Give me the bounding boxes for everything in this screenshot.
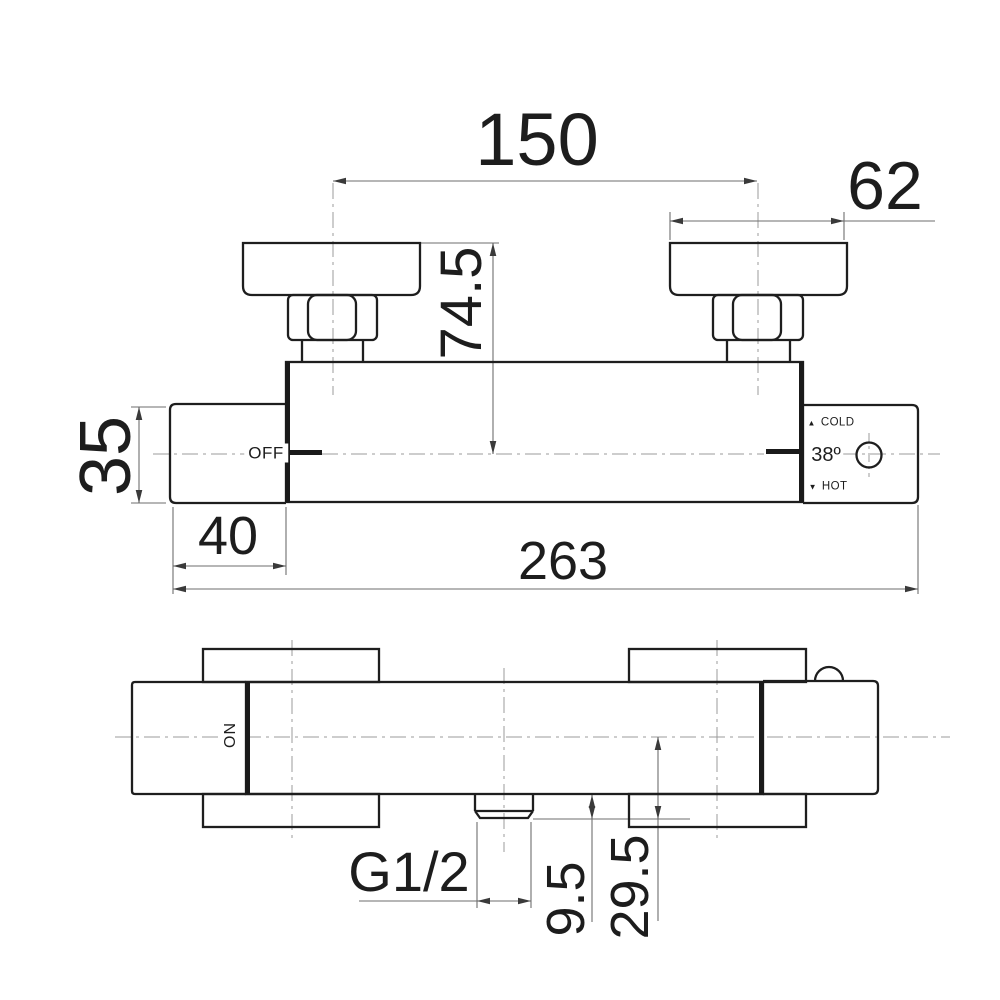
arrow-40-left <box>173 562 186 570</box>
arrowheads <box>135 177 918 905</box>
plan-right-end-cap <box>763 679 880 796</box>
arrow-9-5-bottom <box>588 806 596 819</box>
plan-view-linework <box>130 647 880 829</box>
arrow-29-5-top <box>654 737 662 750</box>
front-left-stem <box>300 340 365 362</box>
front-right-hex-facet <box>731 293 783 342</box>
arrow-62-right <box>831 217 844 225</box>
arrow-263-left <box>173 585 186 593</box>
ext-lines-62 <box>669 212 845 240</box>
on-label: ON <box>222 722 239 748</box>
dim-g12-label: G1/2 <box>348 840 470 903</box>
plan-outlet-thread-end <box>474 810 534 820</box>
front-right-stem <box>725 340 792 362</box>
hot-label: HOT <box>821 480 848 493</box>
plan-left-handle-top <box>201 647 381 684</box>
plan-left-handle-bottom <box>201 792 381 829</box>
arrow-263-right <box>905 585 918 593</box>
plan-left-end-cap <box>130 680 246 796</box>
arrow-9-5-top <box>588 795 596 808</box>
dim-35-label: 35 <box>66 415 146 497</box>
front-view-linework <box>168 241 920 505</box>
front-left-handle-cap <box>241 241 422 297</box>
arrow-150-right <box>744 177 757 185</box>
cold-label: COLD <box>820 416 855 429</box>
temp-override-button <box>855 441 883 469</box>
plan-temp-button-bump <box>813 665 845 682</box>
dim-40-label: 40 <box>197 506 259 566</box>
dim-29-5-label: 29.5 <box>600 834 660 940</box>
ext-lines-40-263 <box>172 507 287 594</box>
dim-62-label: 62 <box>847 148 923 224</box>
off-label: OFF <box>244 443 288 463</box>
arrow-35-bottom <box>135 490 143 503</box>
arrow-40-right <box>273 562 286 570</box>
dim-263-label: 263 <box>517 531 609 591</box>
front-left-end-cap <box>168 402 286 505</box>
front-right-end-cap <box>803 403 920 505</box>
arrow-g12-left <box>477 897 490 905</box>
front-body <box>284 360 805 504</box>
front-right-handle-cap <box>668 241 849 297</box>
arrow-35-top <box>135 407 143 420</box>
dim-9-5-label: 9.5 <box>536 861 596 937</box>
arrow-29-5-bottom <box>654 806 662 819</box>
hot-label-row: ▼ HOT <box>809 481 848 493</box>
arrow-g12-right <box>518 897 531 905</box>
front-left-hex-facet <box>306 293 358 342</box>
arrow-74-5-bottom <box>489 441 497 454</box>
arrow-150-left <box>333 177 346 185</box>
cold-arrow-icon: ▲ <box>807 418 816 427</box>
hot-arrow-icon: ▼ <box>808 482 817 491</box>
dim-150-label: 150 <box>475 98 599 181</box>
arrow-74-5-top <box>489 243 497 256</box>
arrow-62-left <box>670 217 683 225</box>
dimension-lines <box>131 180 935 922</box>
ext-lines-35 <box>131 406 166 504</box>
dim-74-5-label: 74.5 <box>429 246 494 360</box>
temperature-38-label: 38º <box>809 444 843 466</box>
plan-outlet-sides <box>473 794 535 813</box>
cold-label-row: ▲ COLD <box>808 417 855 429</box>
centerlines <box>115 183 950 852</box>
ext-lines-g12 <box>476 822 532 908</box>
